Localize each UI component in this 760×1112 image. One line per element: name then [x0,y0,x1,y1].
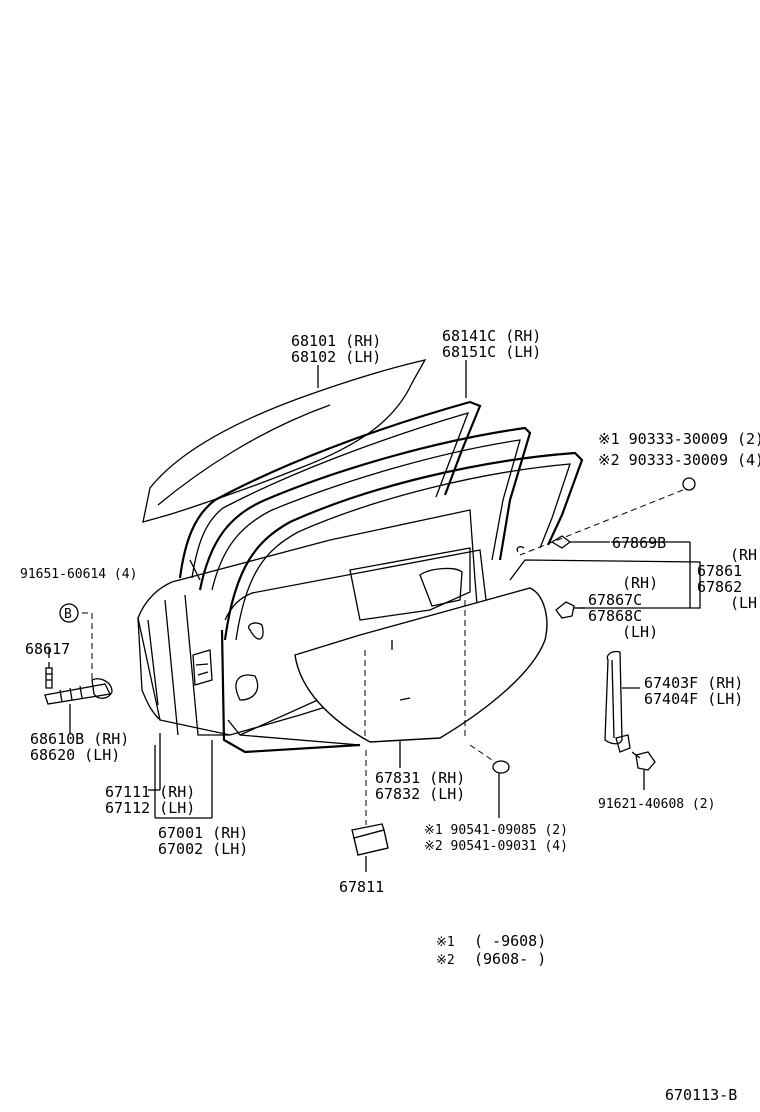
label-bolt-left: 91651-60614 (4) [20,567,137,582]
door-glass [142,359,427,523]
legend-mark-1: ※1 [436,935,455,950]
label-screw-1: ※1 90333-30009 (2) [598,430,760,448]
label-weatherstrip-2: 67862 [697,578,742,596]
label-clip-mid-lh-side: (LH) [622,623,658,641]
label-door-assy-lh: 67002 (LH) [158,840,248,858]
label-channel-lh: 67404F (LH) [644,690,743,708]
label-weatherstrip-1: 67861 [697,562,742,580]
bolt-b-marker: B [59,603,93,680]
diagram-code: 670113-B [665,1086,737,1104]
label-door-frame-rh: 67111 (RH) [105,783,195,801]
label-glass-lh: 68102 (LH) [291,348,381,366]
leader-lines [48,360,691,819]
glass-run [178,400,482,581]
pad [351,750,389,872]
right-clips [509,477,701,619]
label-hole-plug-1: ※1 90541-09085 (2) [424,823,568,838]
label-bolt-right: 91621-40608 (2) [598,797,715,812]
labels: 68101 (RH) 68102 (LH) 68141C (RH) 68151C… [20,327,760,896]
label-glass-run-lh: 68151C (LH) [442,343,541,361]
label-glass-run-rh: 68141C (RH) [442,327,541,345]
legend-range-1: ( -9608) [474,932,546,950]
label-clip-mid-2: 67868C [588,607,642,625]
label-clip-top: 67869B [612,534,666,552]
circle-b-label: B [64,607,72,622]
legend-mark-2: ※2 [436,953,455,968]
hole-plug [469,744,510,818]
label-cover-rh: 67831 (RH) [375,769,465,787]
legend-range-2: (9608- ) [474,950,546,968]
service-hole-cover [294,587,548,743]
label-clip-mid-1: 67867C [588,591,642,609]
label-pad: 67811 [339,878,384,896]
label-channel-rh: 67403F (RH) [644,674,743,692]
label-hinge-pin: 68617 [25,640,70,658]
label-weatherstrip-lh-side: (LH) [730,594,760,612]
label-door-assy-rh: 67001 (RH) [158,824,248,842]
division-channel [604,650,656,790]
door-check [44,678,113,720]
label-glass-rh: 68101 (RH) [291,332,381,350]
label-check-lh: 68620 (LH) [30,746,120,764]
label-check-rh: 68610B (RH) [30,730,129,748]
label-door-frame-lh: 67112 (LH) [105,799,195,817]
label-screw-2: ※2 90333-30009 (4) [598,451,760,469]
legend: ※1 ( -9608) ※2 (9608- ) [436,932,546,968]
label-cover-lh: 67832 (LH) [375,785,465,803]
label-weatherstrip-rh-side: (RH) [730,546,760,564]
label-clip-mid-rh-side: (RH) [622,574,658,592]
label-hole-plug-2: ※2 90541-09031 (4) [424,839,568,854]
hinge-pin [45,662,53,689]
